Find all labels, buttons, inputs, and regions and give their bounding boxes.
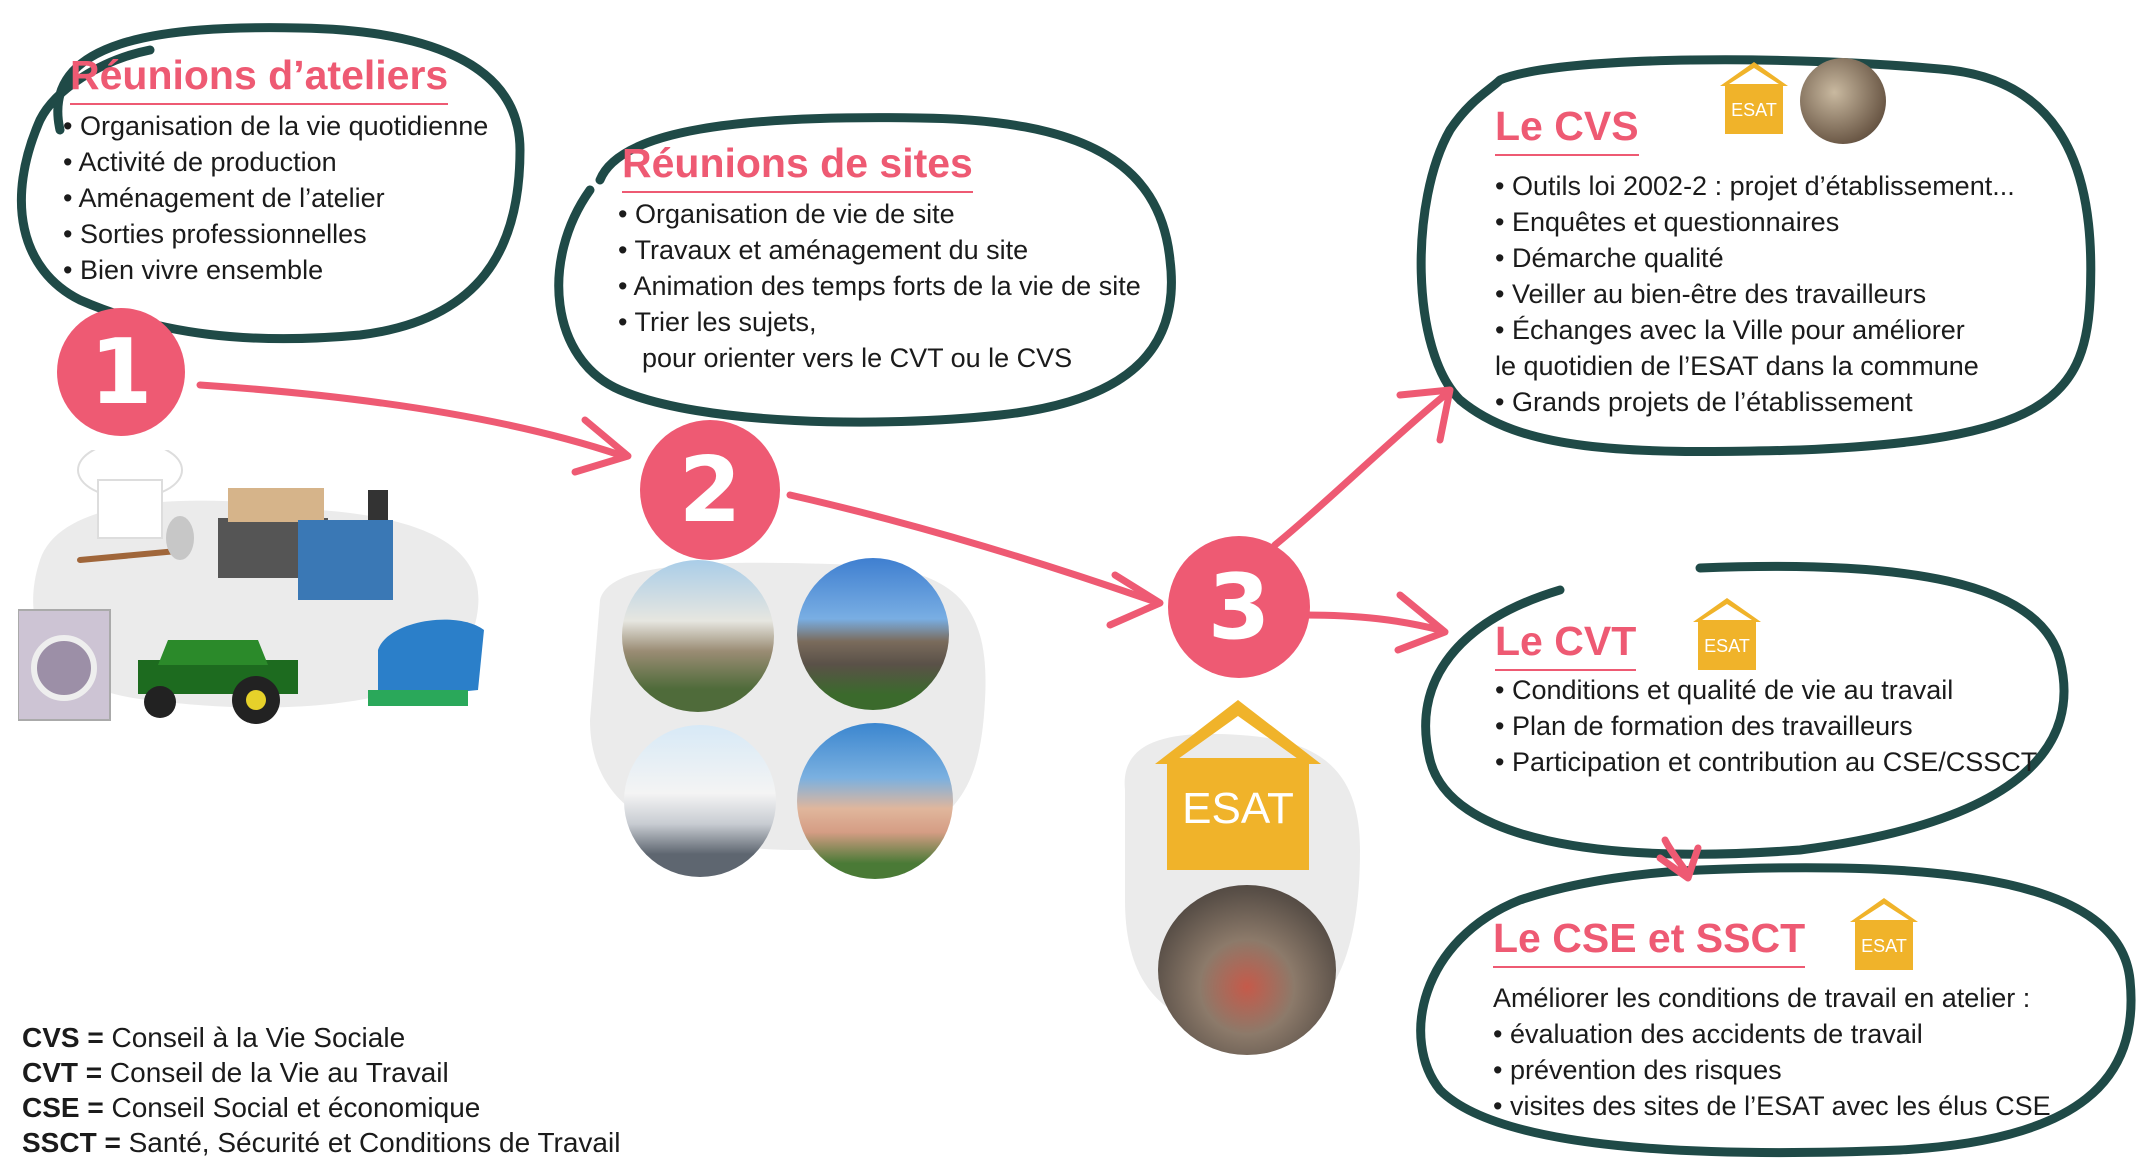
bubble-2-list: Organisation de vie de site Travaux et a… <box>618 196 1141 376</box>
arrow-3-to-cvt <box>1301 611 1444 634</box>
list-item: Participation et contribution au CSE/CSS… <box>1495 744 2037 780</box>
esat-workshop-photo <box>1158 885 1336 1055</box>
list-item: visites des sites de l’ESAT avec les élu… <box>1493 1088 2051 1124</box>
arrow-2-to-3-head <box>1106 571 1164 629</box>
glossary-row: SSCT = Santé, Sécurité et Conditions de … <box>22 1127 621 1158</box>
list-item: prévention des risques <box>1493 1052 2051 1088</box>
arrow-1-to-2 <box>196 381 624 459</box>
glossary-row: CSE = Conseil Social et économique <box>22 1092 481 1123</box>
glossary: CVS = Conseil à la Vie Sociale CVT = Con… <box>22 1020 620 1160</box>
list-item-continuation: le quotidien de l’ESAT dans la commune <box>1495 351 1979 381</box>
glossary-row: CVS = Conseil à la Vie Sociale <box>22 1022 406 1053</box>
step-1-badge: 1 <box>57 308 185 436</box>
flow-arrows <box>196 381 1702 882</box>
cvt-list: Conditions et qualité de vie au travail … <box>1495 672 2037 780</box>
workshop-illustrations <box>18 450 484 724</box>
site-photo-3 <box>624 725 776 877</box>
arrow-cvt-to-cse <box>1661 836 1689 874</box>
cse-intro: Améliorer les conditions de travail en a… <box>1493 983 2031 1013</box>
list-item: Enquêtes et questionnaires <box>1495 204 2015 240</box>
bubble-2-outline <box>554 113 1176 427</box>
list-item: Plan de formation des travailleurs <box>1495 708 2037 744</box>
list-item: Démarche qualité <box>1495 240 2015 276</box>
list-item: Organisation de la vie quotidienne <box>63 108 488 144</box>
list-item: Conditions et qualité de vie au travail <box>1495 672 2037 708</box>
step-2-badge: 2 <box>640 420 780 560</box>
chef-hat-icon <box>77 450 194 563</box>
site-photo-4 <box>797 723 953 879</box>
site-photo-2 <box>797 558 949 710</box>
list-item: Travaux et aménagement du site <box>618 232 1141 268</box>
list-item: évaluation des accidents de travail <box>1493 1016 2051 1052</box>
cvt-title: Le CVT <box>1495 618 1637 671</box>
arrow-3-to-cvt-head <box>1394 591 1449 654</box>
cse-bubble-outline <box>1416 863 2136 1158</box>
bubble-2-title: Réunions de sites <box>622 140 973 193</box>
list-item: Trier les sujets, <box>618 304 1141 340</box>
list-item: Grands projets de l’établissement <box>1495 384 2015 420</box>
esat-label: ESAT <box>1731 100 1777 120</box>
production-machine-icon <box>218 488 393 600</box>
arrow-3-to-cvs <box>1271 391 1449 549</box>
arrow-cvt-to-cse-head <box>1656 844 1702 882</box>
esat-label: ESAT <box>1704 636 1750 656</box>
esat-house-icon-cse: ESAT <box>1850 898 1918 970</box>
step-3-badge: 3 <box>1168 536 1310 678</box>
bubble-1-title: Réunions d’ateliers <box>70 52 449 105</box>
list-item: Animation des temps forts de la vie de s… <box>618 268 1140 304</box>
site-photo-1 <box>622 560 774 712</box>
list-item: Outils loi 2002-2 : projet d’établisseme… <box>1495 168 2015 204</box>
arrow-3-to-cvs-head <box>1396 386 1454 444</box>
list-item: Sorties professionnelles <box>63 216 488 252</box>
arrow-2-to-3 <box>786 491 1154 604</box>
cse-list: Améliorer les conditions de travail en a… <box>1493 980 2051 1124</box>
bubble-1-outline <box>16 23 525 344</box>
esat-label: ESAT <box>1182 784 1294 833</box>
floor-scrubber-icon <box>368 619 484 706</box>
cvs-title: Le CVS <box>1495 103 1639 156</box>
cse-title: Le CSE et SSCT <box>1493 915 1806 968</box>
bubble-1-list: Organisation de la vie quotidienne Activ… <box>63 108 488 288</box>
esat-house-icon-cvt: ESAT <box>1693 598 1761 670</box>
list-item: Activité de production <box>63 144 488 180</box>
cvs-workshop-photo <box>1800 58 1886 144</box>
esat-label: ESAT <box>1861 936 1907 956</box>
list-item: Organisation de vie de site <box>618 196 1141 232</box>
list-item: Aménagement de l’atelier <box>63 180 488 216</box>
washing-machine-icon <box>18 609 111 721</box>
esat-house-icon-cvs: ESAT <box>1720 62 1788 134</box>
cvt-bubble-outline <box>1421 561 2069 859</box>
list-item: Veiller au bien-être des travailleurs <box>1495 276 2015 312</box>
cvs-bubble-outline <box>1416 55 2096 457</box>
esat-house-icon-large: ESAT <box>1155 700 1321 870</box>
list-item: Échanges avec la Ville pour améliorer <box>1495 312 2015 348</box>
list-item: Bien vivre ensemble <box>63 252 488 288</box>
cvs-list: Outils loi 2002-2 : projet d’établisseme… <box>1495 168 2015 420</box>
lawn-mower-icon <box>138 640 298 724</box>
list-item-continuation: pour orienter vers le CVT ou le CVS <box>642 343 1073 373</box>
glossary-row: CVT = Conseil de la Vie au Travail <box>22 1057 449 1088</box>
arrow-1-to-2-head <box>571 416 632 476</box>
